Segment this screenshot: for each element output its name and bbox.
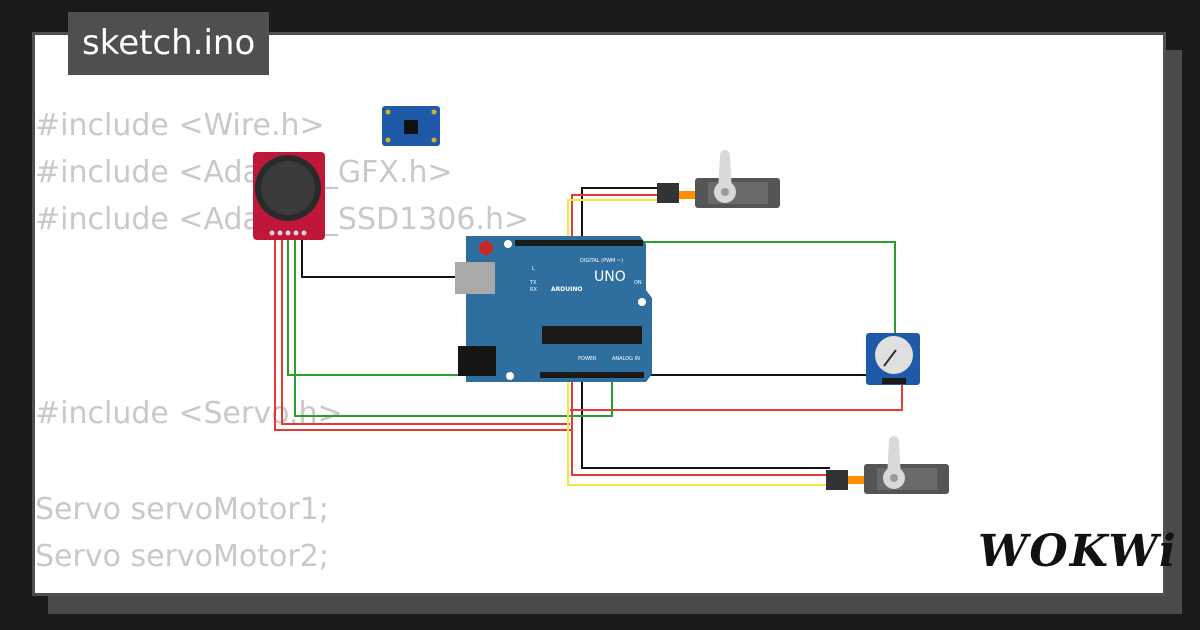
potentiometer: [866, 333, 920, 385]
code-line: #include <Wire.h>: [35, 108, 325, 143]
code-line: Servo servoMotor1;: [35, 492, 329, 527]
wire-red: [570, 383, 903, 411]
wire-red: [571, 430, 830, 476]
led-rx-label: RX: [530, 287, 537, 293]
digital-pins-label: DIGITAL (PWM ~): [580, 258, 623, 264]
file-title: sketch.ino: [68, 12, 270, 75]
servo-motor-1: [657, 150, 780, 208]
code-line: Servo servoMotor2;: [35, 539, 329, 574]
mpu6050-module: [382, 106, 440, 146]
led-l-label: L: [532, 266, 535, 272]
joystick-module: [253, 152, 325, 240]
wokwi-logo: WOKWi: [978, 526, 1178, 577]
led-tx-label: TX: [529, 280, 537, 286]
led-on-label: ON: [634, 280, 642, 286]
wire-red: [281, 240, 570, 425]
analog-pins-label: ANALOG IN: [612, 356, 640, 362]
power-pins-label: POWER: [578, 356, 597, 362]
wire-yellow: [567, 199, 660, 248]
servo-motor-2: [826, 436, 949, 494]
arduino-uno-board: UNO ARDUINO DIGITAL (PWM ~) L TX RX ON P…: [455, 236, 652, 382]
board-name: UNO: [594, 269, 626, 285]
code-line: #include <Servo.h>: [35, 396, 343, 431]
board-brand: ARDUINO: [551, 286, 582, 293]
wire-green: [294, 240, 613, 417]
code-line: #include <Adafruit_SSD1306.h>: [35, 202, 530, 237]
